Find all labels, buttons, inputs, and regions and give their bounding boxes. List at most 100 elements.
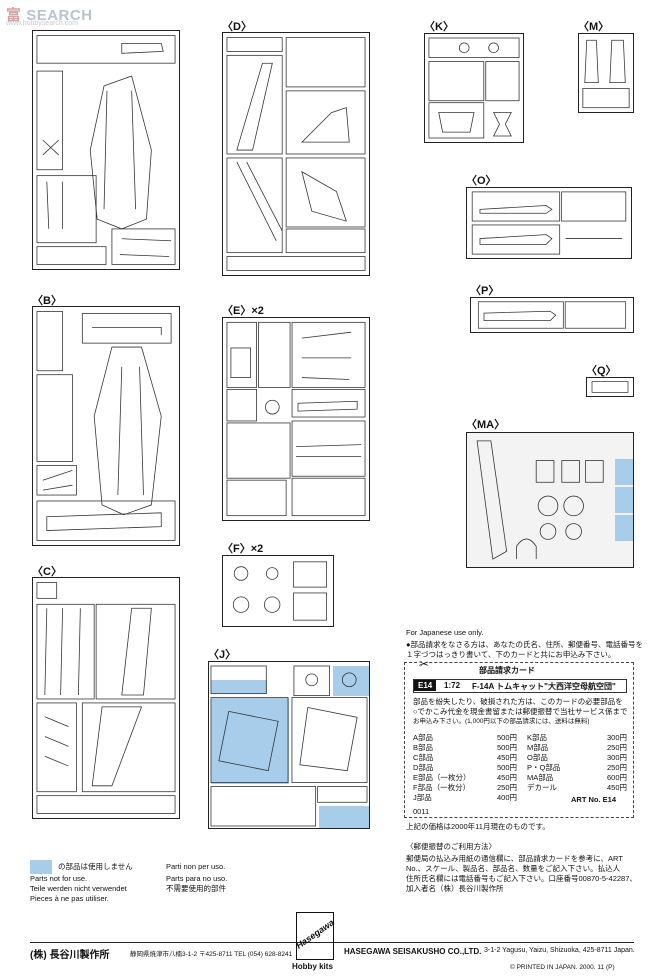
card-note-1: 部品を紛失したり、破損された方は、このカードの必要部品を	[413, 697, 623, 706]
legend-en: Parts not for use.	[30, 874, 88, 883]
unused-part-area	[615, 515, 633, 541]
footer-rule	[30, 942, 634, 943]
sprue-j	[208, 661, 370, 829]
legend-it: Parti non per uso.	[166, 862, 226, 871]
price-date-note: 上記の価格は2000年11月現在のものです。	[406, 822, 550, 831]
sprue-d	[222, 32, 370, 276]
sprue-p-drawing	[477, 301, 627, 329]
price-row: E部品（一枚分）450円	[413, 773, 517, 782]
card-code: 0011	[413, 807, 430, 816]
unused-part-area	[333, 666, 369, 696]
parts-order-card: ✂ 部品請求カード E14 1:72 F-14A トムキャット"大西洋空母航空団…	[404, 657, 634, 818]
legend-de: Teile werden nicht verwendet	[30, 884, 127, 893]
sprue-q-label: 〈Q〉	[586, 365, 617, 377]
unused-parts-swatch	[30, 860, 52, 874]
sprue-m-drawing	[582, 39, 630, 109]
japan-only-note: For Japanese use only.	[406, 628, 484, 637]
sprue-d-label: 〈D〉	[222, 21, 252, 33]
usage-title: 〈郵便振替のご利用方法〉	[406, 842, 496, 851]
sprue-ma-label: 〈MA〉	[466, 419, 506, 431]
sprue-q-drawing	[591, 381, 629, 393]
kit-code: E14	[414, 680, 437, 691]
scissors-icon: ✂	[419, 657, 430, 671]
legend-fr: Pieces à ne pas utiliser.	[30, 894, 109, 903]
sprue-o	[466, 187, 632, 259]
unused-part-area	[319, 806, 369, 828]
legend-ja: の部品は使用しません	[58, 862, 133, 871]
kit-id-row: E14 1:72 F-14A トムキャット"大西洋空母航空団"	[413, 679, 627, 693]
art-number: ART No. E14	[571, 795, 617, 804]
sprue-m-label: 〈M〉	[578, 21, 610, 33]
watermark: 富 SEARCH	[6, 7, 93, 24]
company-name-en: HASEGAWA SEISAKUSHO CO.,LTD.	[344, 947, 482, 956]
sprue-d-drawing	[226, 37, 366, 271]
sprue-o-drawing	[471, 191, 627, 255]
sprue-j-label: 〈J〉	[208, 649, 237, 661]
sprue-f-label: 〈F〉×2	[222, 543, 264, 555]
printed-note: © PRINTED IN JAPAN. 2000. 11 (P)	[510, 964, 615, 971]
sprue-f	[222, 555, 334, 627]
company-address-en: 3-1-2 Yagusu, Yaizu, Shizuoka, 425-8711 …	[484, 947, 635, 954]
sprue-c-label: 〈C〉	[32, 566, 62, 578]
logo-wordmark: Hasegawa	[294, 917, 336, 951]
usage-line: 加入者名（株）長谷川製作所	[406, 884, 504, 893]
sprue-e-drawing	[226, 321, 366, 517]
usage-line: 住所氏名欄には電話番号もご記入下さい。口座番号00870-5-42287、	[406, 874, 637, 883]
card-note-3: お申込み下さい。(1,000円以下の部品請求には、送料は無料)	[413, 718, 590, 725]
sprue-ma	[466, 432, 634, 568]
sprue-a	[32, 30, 180, 270]
sprue-b-label: 〈B〉	[32, 295, 62, 307]
order-instructions-line1: ●部品請求をなさる方は、あなたの氏名、住所、郵便番号、電話番号を	[406, 640, 644, 649]
sprue-k-label: 〈K〉	[424, 21, 454, 33]
sprue-k-drawing	[428, 37, 520, 139]
company-address-ja: 静岡県焼津市八楠3-1-2 〒425-8711 TEL (054) 628-82…	[130, 951, 293, 958]
price-row: F部品（一枚分）250円	[413, 783, 517, 792]
sprue-ma-drawing	[476, 440, 604, 560]
unused-part-area	[211, 698, 289, 784]
sprue-o-label: 〈O〉	[466, 175, 497, 187]
sprue-f-drawing	[232, 561, 327, 621]
sprue-e-label: 〈E〉×2	[222, 305, 264, 317]
card-title: 部品請求カード	[479, 666, 535, 675]
legend-ja2: 不需要使用的部件	[166, 884, 226, 893]
sprue-b-drawing	[36, 311, 176, 541]
usage-line: 郵便局の払込み用紙の通信欄に、部品請求カードを参考に、ART	[406, 854, 623, 863]
unused-part-area	[211, 680, 267, 694]
unused-part-area	[615, 487, 633, 513]
unused-part-area	[615, 459, 633, 485]
hasegawa-logo: Hasegawa	[294, 912, 336, 960]
company-name-ja: (株) 長谷川製作所	[30, 950, 110, 961]
brand-subtitle: Hobby kits	[292, 962, 333, 971]
sprue-p-label: 〈P〉	[470, 285, 500, 297]
sprue-c-drawing	[36, 582, 176, 814]
watermark-url: www.hobbysearch.com	[6, 20, 78, 27]
usage-line: No.、スケール、製品名、部品名、数量をご記入下さい。払込人	[406, 864, 621, 873]
sprue-c	[32, 577, 180, 819]
sprue-a-drawing	[36, 35, 176, 265]
card-note-2: ○でかこみ代金を現金書留または郵便振替で当社サービス係まで	[413, 707, 628, 716]
sprue-b	[32, 306, 180, 546]
sprue-p	[470, 297, 634, 333]
sprue-e	[222, 317, 370, 521]
order-instructions-line2: １字づつはっきり書いて、下のカードと共にお申込み下さい。	[406, 650, 616, 659]
legend-es: Parts para no uso.	[166, 874, 228, 883]
kit-scale: 1:72	[444, 681, 461, 690]
sprue-q	[586, 377, 634, 397]
sprue-k	[424, 33, 524, 143]
sprue-m	[578, 33, 634, 113]
sprue-j-drawing	[210, 665, 368, 827]
kit-name: F-14A トムキャット"大西洋空母航空団"	[472, 682, 616, 691]
